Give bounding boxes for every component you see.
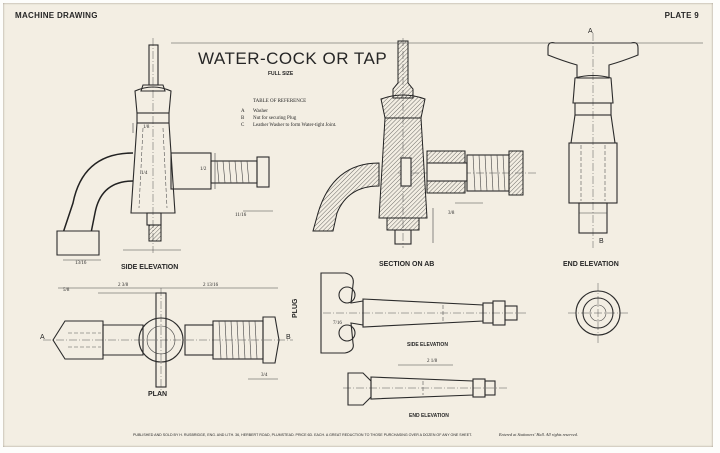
- side-elevation-drawing: [56, 38, 273, 261]
- plan-drawing: [43, 287, 293, 393]
- dim-label: 1/2: [200, 167, 207, 172]
- dim-label: 3/4: [261, 373, 268, 378]
- reference-text-b: Nut for securing Plug: [253, 116, 297, 121]
- marker-a-top: A: [588, 28, 593, 35]
- plug-end-drawing: [568, 283, 628, 343]
- reference-table-heading: TABLE OF REFERENCE: [253, 99, 307, 104]
- reference-key-c: C: [241, 123, 245, 128]
- reference-text-c: Leather Washer to form Water-tight Joint…: [253, 123, 337, 128]
- dim-label: 1/4: [141, 171, 148, 176]
- drawing-sheet: MACHINE DRAWING PLATE 9 WATER-COCK OR TA…: [3, 3, 713, 447]
- technical-drawing: [43, 33, 703, 406]
- label-plug-side: SIDE ELEVATION: [407, 342, 448, 348]
- dim-label: 1/8: [143, 125, 150, 130]
- reference-key-a: A: [241, 109, 245, 114]
- dim-label: 2 13/16: [203, 283, 219, 288]
- section-drawing: [312, 38, 538, 248]
- footer-publisher: PUBLISHED AND SOLD BY H. RUSBRIDGE, ENG.…: [133, 433, 472, 437]
- drawing-title: WATER-COCK OR TAP: [198, 49, 388, 68]
- dim-label: 2 3/8: [118, 283, 129, 288]
- reference-text-a: Washer: [253, 109, 268, 114]
- footer-rights: Entered at Stationers' Hall. All rights …: [499, 432, 578, 437]
- label-end-elevation: END ELEVATION: [563, 261, 619, 268]
- dim-label: 5/8: [63, 288, 70, 293]
- plate-number: PLATE 9: [664, 11, 699, 20]
- label-plug-end: END ELEVATION: [409, 413, 449, 419]
- end-elevation-drawing: [547, 33, 639, 248]
- plug-lower-drawing: [343, 364, 508, 406]
- dim-label: 3/8: [448, 211, 455, 216]
- label-plug: PLUG: [292, 298, 299, 318]
- plug-side-drawing: [320, 272, 528, 354]
- reference-key-b: B: [241, 116, 245, 121]
- label-side-elevation: SIDE ELEVATION: [121, 264, 179, 271]
- sheet-title: MACHINE DRAWING: [15, 11, 98, 20]
- dim-label: 13/16: [75, 261, 87, 266]
- marker-a-plan: A: [40, 334, 45, 341]
- marker-b-plan: B: [286, 334, 291, 341]
- label-section: SECTION ON AB: [379, 261, 435, 268]
- dim-label: 2 1/8: [427, 359, 438, 364]
- drawing-scale: FULL SIZE: [268, 71, 294, 77]
- dim-label: 11/16: [235, 213, 247, 218]
- dim-label: 7/16: [333, 321, 342, 326]
- marker-b-top: B: [599, 238, 604, 245]
- label-plan: PLAN: [148, 391, 168, 398]
